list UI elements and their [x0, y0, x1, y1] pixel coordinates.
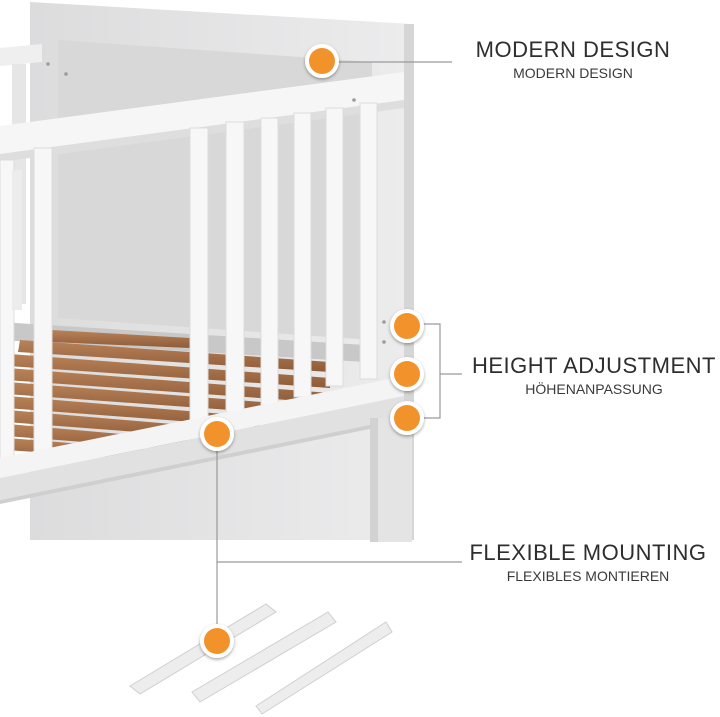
height-marker-2 [390, 357, 424, 391]
markers [200, 44, 424, 658]
crib-leg [370, 418, 412, 542]
feature-subtitle: FLEXIBLES MONTIEREN [506, 568, 670, 584]
connector-lines [216, 61, 462, 642]
loose-slats [129, 603, 393, 715]
feature-height-adjustment: HEIGHT ADJUSTMENT HÖHENANPASSUNG [468, 353, 720, 397]
feature-title: FLEXIBLE MOUNTING [469, 540, 707, 565]
height-marker-3 [390, 401, 424, 435]
feature-title: MODERN DESIGN [475, 37, 671, 62]
feature-modern-design: MODERN DESIGN MODERN DESIGN [462, 37, 684, 81]
side-bars [12, 170, 22, 310]
feature-subtitle: HÖHENANPASSUNG [525, 381, 663, 397]
feature-flexible-mounting: FLEXIBLE MOUNTING FLEXIBLES MONTIEREN [462, 540, 714, 584]
flexible-mounting-marker-slats [200, 624, 234, 658]
height-marker-1 [390, 309, 424, 343]
height-holes [46, 62, 386, 344]
front-bars [0, 102, 378, 463]
modern-design-marker [305, 44, 339, 78]
feature-title: HEIGHT ADJUSTMENT [471, 353, 716, 378]
feature-subtitle: MODERN DESIGN [513, 65, 633, 81]
flexible-mounting-marker-rail [200, 417, 234, 451]
